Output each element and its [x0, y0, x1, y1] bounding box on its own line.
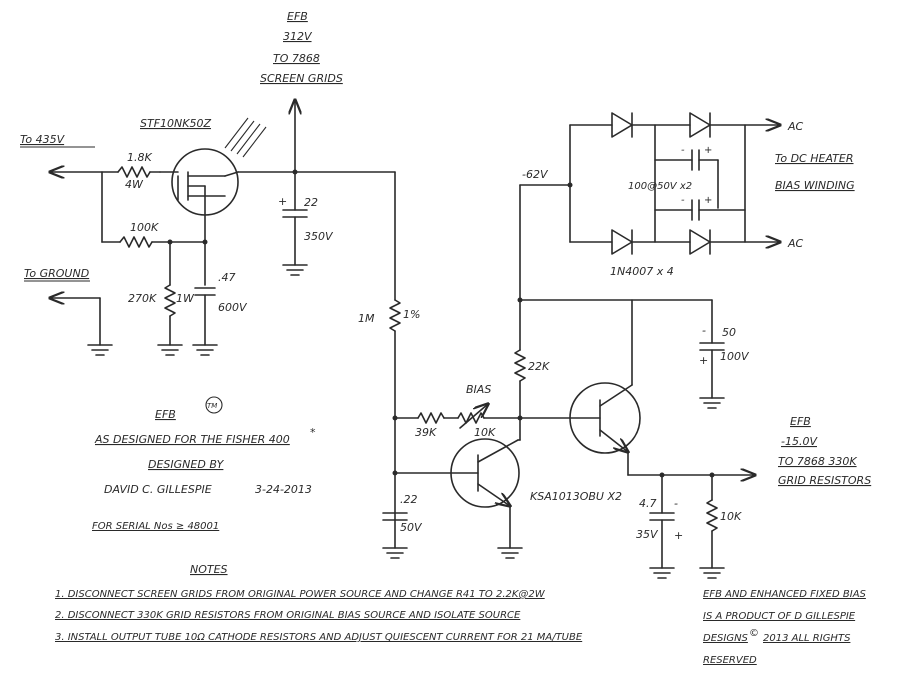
cap-bot-minus: - — [681, 195, 685, 206]
node-rect — [567, 182, 573, 188]
credits-line1: AS DESIGNED FOR THE FISHER 400 — [94, 433, 290, 446]
cap22-plus: + — [278, 195, 287, 208]
copyright-block: EFB AND ENHANCED FIXED BIAS IS A PRODUCT… — [703, 589, 867, 666]
heater2-label: BIAS WINDING — [775, 179, 855, 192]
resistor-22k — [514, 349, 526, 382]
r270k-label: 270K — [128, 292, 157, 305]
ground-q1 — [497, 547, 523, 559]
copyright-l2: IS A PRODUCT OF D GILLESPIE — [703, 611, 856, 622]
cap50-plus: + — [699, 354, 708, 367]
cap-top-plus: + — [704, 145, 712, 156]
copyright-c: © — [749, 628, 759, 639]
r22k-label: 22K — [528, 360, 550, 373]
top-to: TO 7868 — [273, 52, 320, 65]
r10k-out-label: 10K — [720, 510, 742, 523]
out-grid: GRID RESISTORS — [778, 474, 871, 487]
cap47u-minus: - — [674, 497, 678, 510]
capacitor-4-7 — [649, 474, 675, 579]
copyright-l4: RESERVED — [703, 655, 757, 666]
resistor-1-8k — [117, 166, 151, 178]
heater1-label: To DC HEATER — [775, 152, 854, 165]
r18k-label: 1.8K — [127, 151, 152, 164]
out-to: TO 7868 330K — [778, 455, 857, 468]
cap47-volt: 600V — [218, 301, 248, 314]
r18k-watt: 4W — [125, 178, 144, 191]
r270k-watt: 1W — [176, 292, 195, 305]
notes-title: NOTES — [190, 563, 228, 576]
cap50-value: 50 — [722, 326, 736, 339]
top-label: EFB 312V TO 7868 SCREEN GRIDS — [260, 10, 343, 85]
cap022-volt: 50V — [400, 521, 423, 534]
resistor-10k-out — [706, 499, 718, 532]
capacitor-50 — [699, 299, 725, 409]
note-1: 1. DISCONNECT SCREEN GRIDS FROM ORIGINAL… — [55, 589, 546, 600]
bias-label: BIAS — [466, 383, 491, 396]
cap22-volt: 350V — [304, 230, 334, 243]
r39k-label: 39K — [415, 426, 437, 439]
credits-date: 3-24-2013 — [255, 483, 312, 496]
r10k-label: 10K — [474, 426, 496, 439]
resistor-270k — [164, 284, 176, 317]
cap47-value: .47 — [218, 271, 236, 284]
cap-top-minus: - — [681, 145, 685, 156]
cap50-volt: 100V — [720, 350, 750, 363]
top-screen: SCREEN GRIDS — [260, 72, 343, 85]
copyright-l3: DESIGNS — [703, 633, 749, 644]
out-efb: EFB — [790, 415, 811, 428]
cap-bot-plus: + — [704, 195, 712, 206]
transistor-q1 — [450, 438, 521, 549]
resistor-39k — [417, 412, 445, 424]
copyright-l3b: 2013 ALL RIGHTS — [763, 633, 851, 644]
credits-serial: FOR SERIAL Nos ≥ 48001 — [92, 521, 219, 532]
ground-left — [87, 344, 113, 356]
transistor-q2 — [569, 299, 641, 476]
rect-diodes-label: 1N4007 x 4 — [610, 265, 674, 278]
credits-block: EFB TM AS DESIGNED FOR THE FISHER 400 * … — [92, 396, 316, 532]
ac2-label: AC — [787, 237, 804, 250]
capacitor-22 — [282, 171, 308, 276]
credits-line2: DESIGNED BY — [148, 458, 225, 471]
resistor-100k — [119, 236, 153, 248]
ground-270k — [157, 344, 183, 356]
tm-circle — [205, 396, 223, 414]
cap50-minus: - — [702, 324, 706, 337]
mosfet-symbol — [159, 117, 267, 216]
ground-10k — [699, 567, 725, 579]
cap47u-plus: + — [674, 529, 683, 542]
ac1-label: AC — [787, 120, 804, 133]
cap47u-value: 4.7 — [639, 497, 657, 510]
r1m-tol: 1% — [403, 308, 420, 321]
top-efb: EFB — [287, 10, 308, 23]
cap022-value: .22 — [400, 493, 418, 506]
out-voltage: -15.0V — [781, 435, 818, 448]
r1m-value: 1M — [358, 312, 375, 325]
node-q2base — [517, 415, 523, 421]
credits-tm: TM — [207, 402, 217, 410]
mosfet-part: STF10NK50Z — [140, 117, 211, 130]
cap47u-volt: 35V — [636, 528, 659, 541]
toground-label: To GROUND — [24, 267, 89, 280]
capacitor-022 — [382, 512, 408, 559]
rect-caps-label: 100@50V x2 — [628, 181, 692, 192]
top-voltage: 312V — [283, 30, 313, 43]
pot-arrow — [459, 404, 488, 429]
ground-047 — [192, 344, 218, 356]
note-3: 3. INSTALL OUTPUT TUBE 10Ω CATHODE RESIS… — [55, 632, 583, 643]
capacitor-047 — [194, 287, 216, 346]
credits-efb: EFB — [155, 408, 176, 421]
credits-author: DAVID C. GILLESPIE — [104, 483, 212, 496]
transistor-label: KSA1013OBU X2 — [530, 490, 622, 503]
r100k-label: 100K — [130, 221, 159, 234]
notes-block: NOTES 1. DISCONNECT SCREEN GRIDS FROM OR… — [55, 563, 583, 643]
resistor-1m — [389, 299, 401, 332]
cap22-value: 22 — [304, 196, 318, 209]
copyright-l1: EFB AND ENHANCED FIXED BIAS — [703, 589, 867, 600]
note-2: 2. DISCONNECT 330K GRID RESISTORS FROM O… — [55, 610, 521, 621]
v62-label: -62V — [522, 168, 549, 181]
to435-label: To 435V — [20, 133, 66, 146]
credits-star: * — [310, 426, 316, 439]
